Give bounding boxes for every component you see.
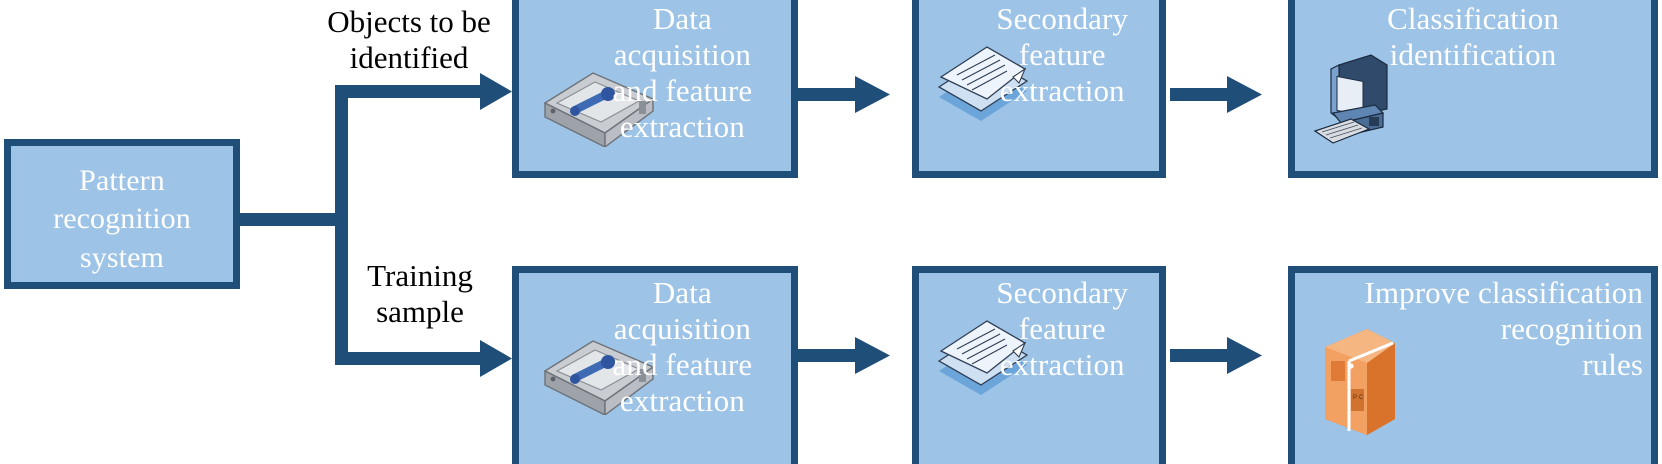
edge-label-training-sample: Training sample <box>367 258 473 329</box>
branch-top-arrowhead <box>480 73 512 110</box>
data-acquisition-feature-extraction-bottom-box[interactable]: Data acquisition and feature extraction <box>512 266 798 464</box>
classification-identification-box[interactable]: Classification identification <box>1288 0 1658 178</box>
documents-stack-icon <box>937 46 1029 121</box>
edge-label-objects-to-be-identified: Objects to be identified <box>327 4 491 75</box>
data-acquisition-feature-extraction-bottom-label: Data acquisition and feature extraction <box>612 275 753 418</box>
arrow-bottom-2-shaft <box>1170 349 1232 362</box>
svg-text:P: P <box>1353 395 1357 401</box>
scanner-icon <box>543 340 655 415</box>
scanner-icon <box>543 72 655 147</box>
arrow-top-2-shaft <box>1170 88 1232 101</box>
secondary-feature-extraction-top-box[interactable]: Secondary feature extraction <box>912 0 1166 178</box>
branch-trunk-horizontal <box>240 213 348 226</box>
branch-top-horizontal <box>335 85 485 98</box>
arrow-top-1-head <box>855 76 890 113</box>
branch-bottom-horizontal <box>335 352 485 365</box>
pattern-recognition-system-box[interactable]: Pattern recognition system <box>4 139 240 289</box>
svg-text:C: C <box>1359 395 1364 401</box>
arrow-bottom-1-head <box>855 337 890 374</box>
secondary-feature-extraction-top-label: Secondary feature extraction <box>996 1 1129 108</box>
data-acquisition-feature-extraction-top-box[interactable]: Data acquisition and feature extraction <box>512 0 798 178</box>
pattern-recognition-system-label: Pattern recognition system <box>53 164 191 274</box>
classification-identification-label: Classification identification <box>1387 1 1559 72</box>
arrow-top-2-head <box>1227 76 1262 113</box>
secondary-feature-extraction-bottom-box[interactable]: Secondary feature extraction <box>912 266 1166 464</box>
arrow-top-1-shaft <box>798 88 860 101</box>
desktop-computer-icon <box>1313 54 1388 144</box>
data-acquisition-feature-extraction-top-label: Data acquisition and feature extraction <box>612 1 753 144</box>
branch-bottom-arrowhead <box>480 340 512 377</box>
documents-stack-icon <box>937 320 1029 395</box>
arrow-bottom-1-shaft <box>798 349 860 362</box>
secondary-feature-extraction-bottom-label: Secondary feature extraction <box>996 275 1129 382</box>
arrow-bottom-2-head <box>1227 337 1262 374</box>
improve-classification-recognition-rules-label: Improve classification recognition rules <box>1364 275 1643 382</box>
